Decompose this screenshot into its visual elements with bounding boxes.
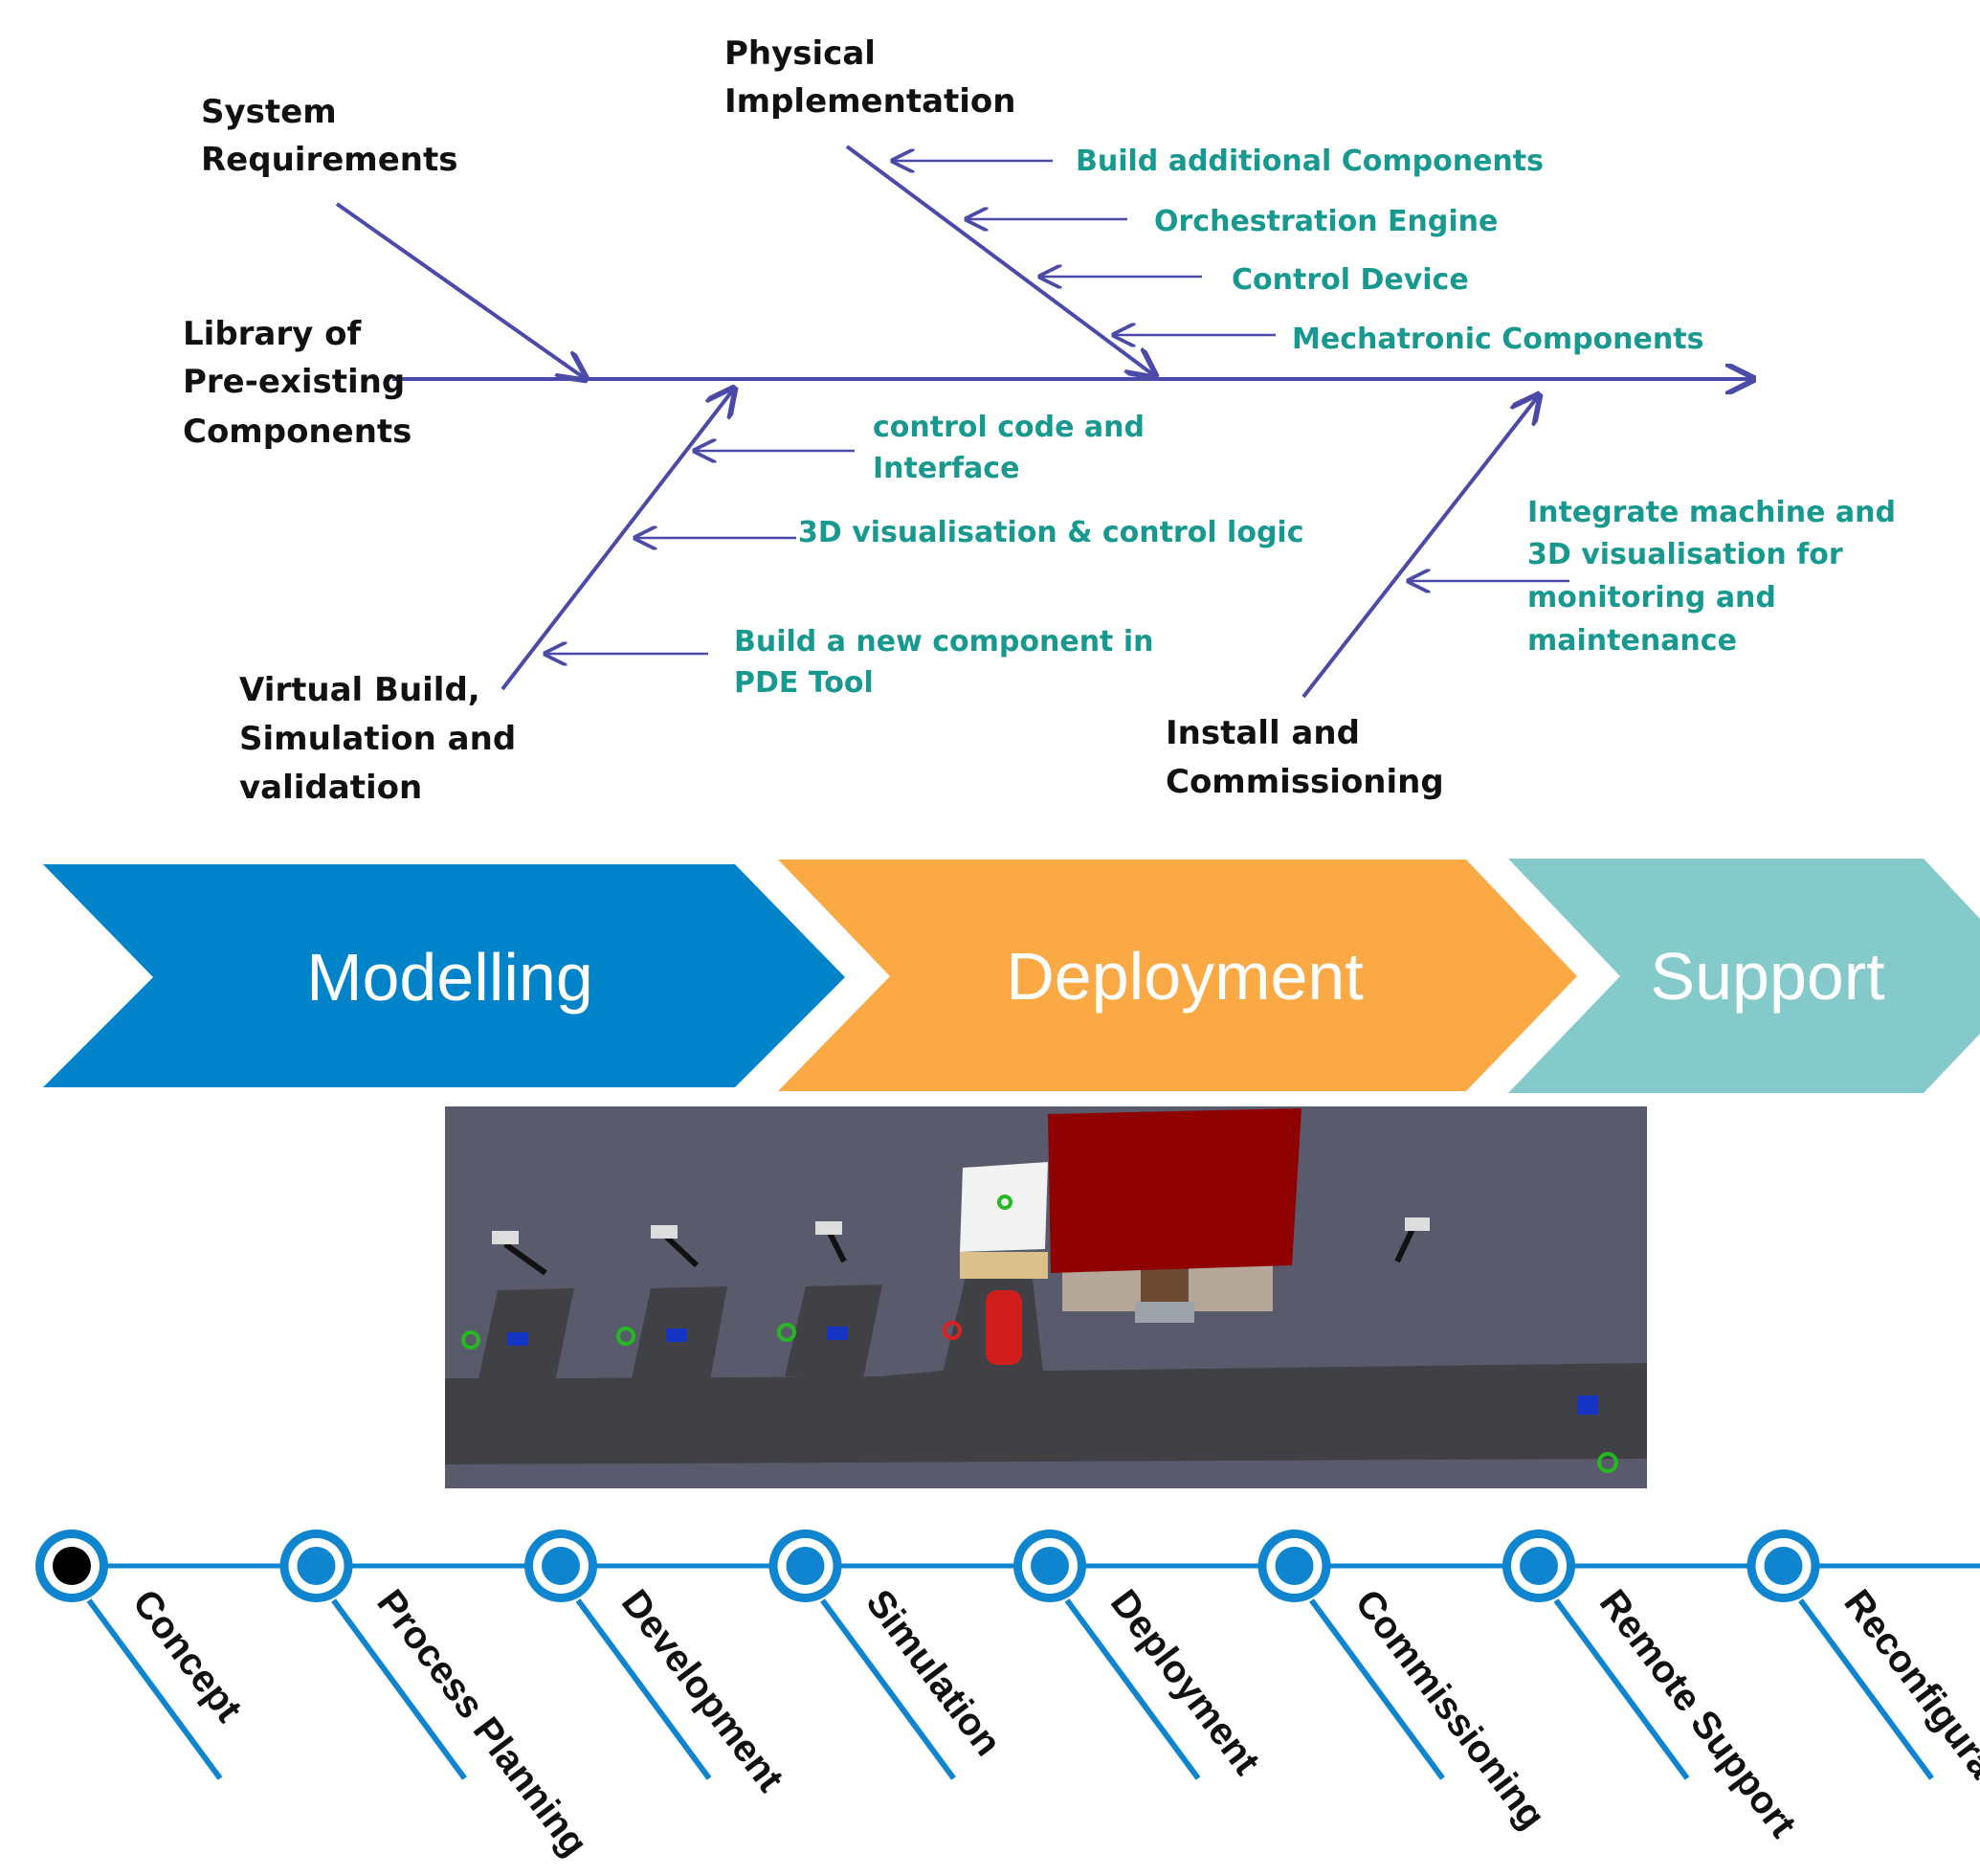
timeline-leg-development — [575, 1598, 712, 1780]
timeline-label-commissioning: Commissioning — [1346, 1582, 1553, 1837]
label-control-code: control code and Interface — [873, 411, 1154, 485]
label-physical-implementation: Physical Implementation — [724, 34, 1016, 121]
chevron-modelling — [43, 864, 845, 1087]
chevron-deployment-label: Deployment — [1006, 939, 1364, 1014]
timeline-label-simulation: Simulation — [857, 1582, 1009, 1764]
timeline-leg-simulation — [820, 1598, 956, 1780]
bone-physical-implementation — [845, 145, 1155, 376]
timeline-node-dot — [1031, 1547, 1069, 1585]
timeline-leg-commissioning — [1309, 1598, 1445, 1780]
label-mechatronic: Mechatronic Components — [1292, 323, 1703, 356]
label-virtual-build: Virtual Build, Simulation and validation — [239, 671, 527, 807]
label-control-device: Control Device — [1232, 263, 1469, 297]
timeline-node-dot-active — [53, 1547, 91, 1585]
bone-install — [1301, 395, 1539, 699]
timeline-label-remote-support: Remote Support — [1591, 1582, 1804, 1845]
timeline-node-dot — [542, 1547, 580, 1585]
robot-arms — [503, 1223, 1417, 1276]
timeline-label-reconfiguration: Reconfiguration — [1835, 1582, 1980, 1842]
chevron-support — [1508, 859, 1980, 1093]
timeline-node-dot — [786, 1547, 825, 1585]
bone-system-requirements — [335, 202, 586, 379]
timeline-node-dot — [1520, 1547, 1558, 1585]
simulation-3d-view — [445, 1106, 1647, 1488]
label-build-new: Build a new component in PDE Tool — [734, 625, 1164, 700]
building-roof — [1048, 1108, 1301, 1273]
timeline-leg-process-planning — [331, 1598, 467, 1780]
fishbone-diagram: System Requirements Physical Implementat… — [183, 34, 1905, 807]
chevron-deployment — [778, 860, 1577, 1091]
road — [445, 1363, 1647, 1464]
label-build-additional: Build additional Components — [1076, 145, 1544, 178]
chevron-support-label: Support — [1650, 939, 1884, 1014]
label-install: Install and Commissioning — [1166, 714, 1444, 801]
red-car — [986, 1290, 1022, 1365]
timeline-label-concept: Concept — [124, 1582, 250, 1730]
timeline-leg-concept — [86, 1598, 223, 1780]
label-integrate: Integrate machine and 3D visualisation f… — [1527, 496, 1905, 658]
label-visualisation: 3D visualisation & control logic — [798, 516, 1304, 549]
label-orchestration: Orchestration Engine — [1154, 205, 1498, 238]
chevron-modelling-label: Modelling — [306, 940, 593, 1015]
timeline-label-process-planning: Process Planning — [368, 1582, 595, 1865]
label-system-requirements: System Requirements — [201, 93, 457, 179]
timeline-node-dot — [297, 1547, 336, 1585]
timeline-leg-remote-support — [1553, 1598, 1690, 1780]
label-library: Library of Pre-existing Components — [183, 315, 416, 451]
timeline-leg-deployment — [1064, 1598, 1201, 1780]
timeline-leg-reconfiguration — [1798, 1598, 1934, 1780]
timeline-node-dot — [1275, 1547, 1314, 1585]
phase-chevrons: Modelling Deployment Support — [43, 859, 1980, 1093]
bone-virtual-build — [501, 389, 734, 691]
timeline-node-dot — [1764, 1547, 1803, 1585]
